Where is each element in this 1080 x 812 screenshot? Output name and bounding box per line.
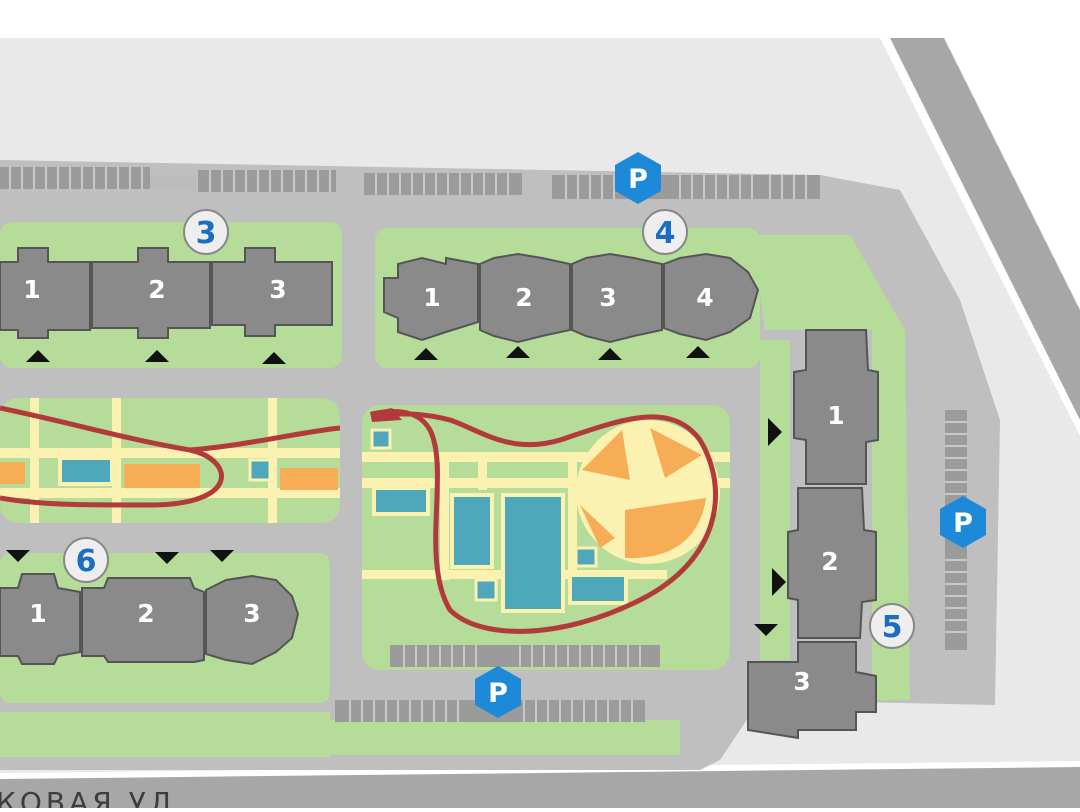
parking-marker-east-label: P — [953, 508, 973, 539]
building-3-2-label: 2 — [148, 275, 165, 304]
complex-4-badge[interactable]: 4 — [642, 209, 688, 255]
building-5-1 — [793, 329, 879, 485]
lawn-strip-south-edge — [0, 712, 330, 757]
building-6-3 — [205, 574, 300, 666]
entrance-markers — [6, 346, 786, 636]
parking-marker-south-label: P — [488, 678, 508, 709]
lawn-block-5 — [752, 235, 910, 700]
building-4-2 — [479, 252, 571, 344]
parking-row-stripes — [9, 167, 967, 722]
complex-6-buildings — [0, 573, 300, 666]
building-4-3-label: 3 — [599, 283, 616, 312]
building-3-1 — [0, 247, 91, 339]
complex-5-badge-label: 5 — [882, 610, 903, 645]
complex-5-badge[interactable]: 5 — [869, 603, 915, 649]
street-name-label: КОВАЯ УЛ — [0, 786, 175, 808]
building-4-4-label: 4 — [696, 283, 713, 312]
building-4-4 — [663, 252, 760, 342]
building-5-2 — [787, 487, 877, 639]
building-5-2-label: 2 — [821, 547, 838, 576]
west-park-features — [0, 398, 341, 523]
building-6-3-label: 3 — [243, 599, 260, 628]
complex-3-badge-label: 3 — [196, 216, 217, 251]
building-3-3 — [211, 247, 333, 337]
parking-marker-north-label: P — [628, 164, 648, 195]
complex-6-badge[interactable]: 6 — [63, 537, 109, 583]
parking-marker-north[interactable]: P — [615, 152, 661, 204]
central-park-features — [362, 408, 730, 634]
complex-4-buildings — [383, 252, 760, 344]
building-6-2 — [81, 577, 205, 663]
building-5-3 — [747, 641, 877, 740]
building-4-2-label: 2 — [515, 283, 532, 312]
complex-5-buildings — [747, 329, 879, 740]
building-3-3-label: 3 — [269, 275, 286, 304]
building-5-1-label: 1 — [827, 401, 844, 430]
complex-6-badge-label: 6 — [76, 544, 97, 579]
building-6-2-label: 2 — [137, 599, 154, 628]
building-4-1 — [383, 256, 479, 342]
parking-marker-east[interactable]: P — [940, 496, 986, 548]
building-6-1-label: 1 — [29, 599, 46, 628]
complex-3-badge[interactable]: 3 — [183, 209, 229, 255]
building-5-3-label: 3 — [793, 667, 810, 696]
parking-marker-south[interactable]: P — [475, 666, 521, 718]
building-6-1 — [0, 573, 81, 665]
lawn-east-strip — [760, 340, 790, 660]
diagonal-road-edge — [880, 38, 1080, 436]
complex-4-badge-label: 4 — [655, 216, 676, 251]
building-4-1-label: 1 — [423, 283, 440, 312]
building-4-3 — [571, 252, 663, 344]
lawn-strip-south — [310, 720, 680, 755]
building-3-1-label: 1 — [23, 275, 40, 304]
complex-3-buildings — [0, 247, 333, 339]
building-3-2 — [91, 247, 211, 339]
